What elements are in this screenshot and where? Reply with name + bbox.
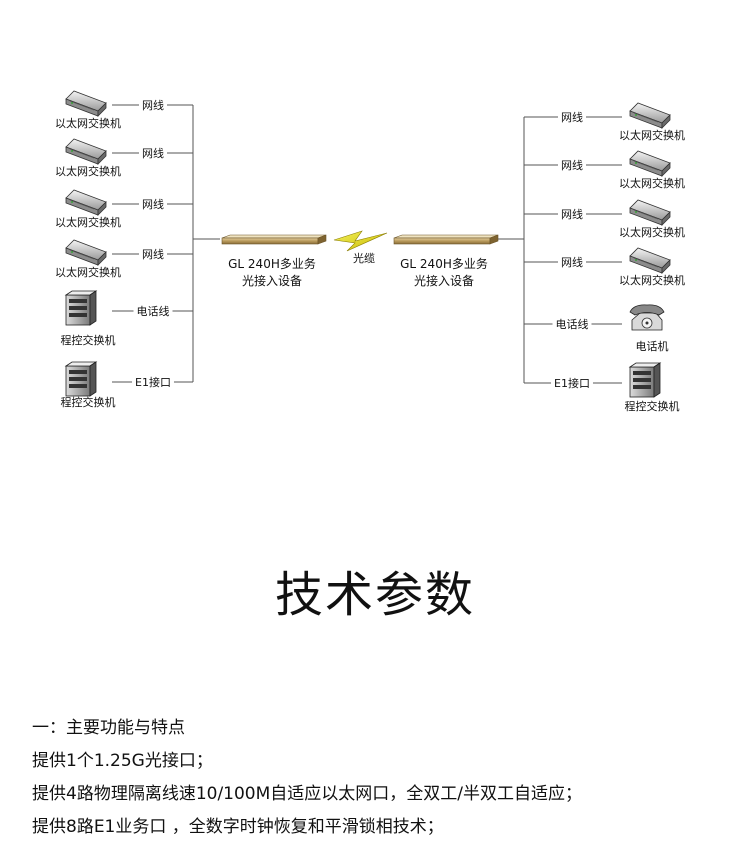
switch-icon bbox=[65, 138, 107, 165]
device-name: 程控交换机 bbox=[625, 399, 680, 413]
device-name: 以太网交换机 bbox=[619, 225, 685, 239]
link-label-bg bbox=[139, 247, 167, 261]
link-label: 电话线 bbox=[556, 317, 589, 331]
telephone-icon bbox=[629, 304, 665, 331]
device-name: 程控交换机 bbox=[61, 395, 116, 409]
device-name: 以太网交换机 bbox=[55, 265, 121, 279]
fiber-link: 光缆 bbox=[333, 230, 388, 265]
link-label: 网线 bbox=[142, 197, 164, 211]
link-label: E1接口 bbox=[554, 377, 590, 390]
network-topology-diagram: 网线以太网交换机网线以太网交换机网线以太网交换机网线以太网交换机电话线程控交换机… bbox=[55, 90, 685, 413]
right-unit-model: GL 240H多业务 bbox=[400, 256, 488, 271]
link-label: 网线 bbox=[561, 158, 583, 172]
link-label-bg bbox=[133, 304, 173, 318]
fiber-label: 光缆 bbox=[353, 251, 375, 265]
section-title: 技术参数 bbox=[274, 567, 475, 623]
device-name: 以太网交换机 bbox=[619, 128, 685, 142]
rack-unit-icon bbox=[221, 234, 327, 245]
device-name: 以太网交换机 bbox=[55, 116, 121, 130]
link-label: E1接口 bbox=[135, 376, 171, 389]
pbx-icon bbox=[65, 290, 97, 326]
link-label: 网线 bbox=[142, 98, 164, 112]
device-name: 以太网交换机 bbox=[619, 176, 685, 190]
link-label: 网线 bbox=[142, 247, 164, 261]
link-label: 网线 bbox=[142, 146, 164, 160]
feature-item: 提供4路物理隔离线速10/100M自适应以太网口，全双工/半双工自适应； bbox=[32, 784, 583, 804]
link-label: 网线 bbox=[561, 255, 583, 269]
switch-icon bbox=[65, 239, 107, 266]
link-label: 网线 bbox=[561, 110, 583, 124]
device-name: 电话机 bbox=[636, 339, 669, 353]
right-unit-type: 光接入设备 bbox=[414, 273, 474, 288]
left-access-unit: GL 240H多业务 光接入设备 bbox=[221, 234, 327, 288]
feature-item: 提供8路E1业务口 ，全数字时钟恢复和平滑锁相技术； bbox=[32, 817, 444, 837]
switch-icon bbox=[65, 189, 107, 216]
left-unit-model: GL 240H多业务 bbox=[228, 256, 316, 271]
switch-icon bbox=[629, 247, 671, 274]
switch-icon bbox=[629, 150, 671, 177]
left-unit-type: 光接入设备 bbox=[242, 273, 302, 288]
link-label-bg bbox=[139, 197, 167, 211]
link-label-bg bbox=[132, 375, 174, 389]
pbx-icon bbox=[629, 362, 661, 398]
link-label-bg bbox=[558, 255, 586, 269]
link-label-bg bbox=[558, 158, 586, 172]
link-label-bg bbox=[552, 317, 592, 331]
link-label-bg bbox=[139, 146, 167, 160]
pbx-icon bbox=[65, 361, 97, 397]
switch-icon bbox=[65, 90, 107, 117]
link-label-bg bbox=[558, 110, 586, 124]
link-label-bg bbox=[139, 98, 167, 112]
device-nodes: 网线以太网交换机网线以太网交换机网线以太网交换机网线以太网交换机电话线程控交换机… bbox=[55, 90, 685, 413]
device-name: 以太网交换机 bbox=[619, 273, 685, 287]
device-name: 程控交换机 bbox=[61, 333, 116, 347]
link-label-bg bbox=[551, 376, 593, 390]
switch-icon bbox=[629, 199, 671, 226]
device-name: 以太网交换机 bbox=[55, 164, 121, 178]
lightning-icon bbox=[333, 230, 388, 252]
feature-heading: 一：主要功能与特点 bbox=[32, 718, 185, 738]
right-access-unit: GL 240H多业务 光接入设备 bbox=[393, 234, 499, 288]
device-name: 以太网交换机 bbox=[55, 215, 121, 229]
link-label-bg bbox=[558, 207, 586, 221]
switch-icon bbox=[629, 102, 671, 129]
feature-list: 一：主要功能与特点 提供1个1.25G光接口； 提供4路物理隔离线速10/100… bbox=[32, 712, 732, 844]
link-label: 网线 bbox=[561, 207, 583, 221]
rack-unit-icon bbox=[393, 234, 499, 245]
feature-item: 提供1个1.25G光接口； bbox=[32, 751, 213, 771]
connection-lines bbox=[112, 104, 622, 384]
link-label: 电话线 bbox=[137, 304, 170, 318]
